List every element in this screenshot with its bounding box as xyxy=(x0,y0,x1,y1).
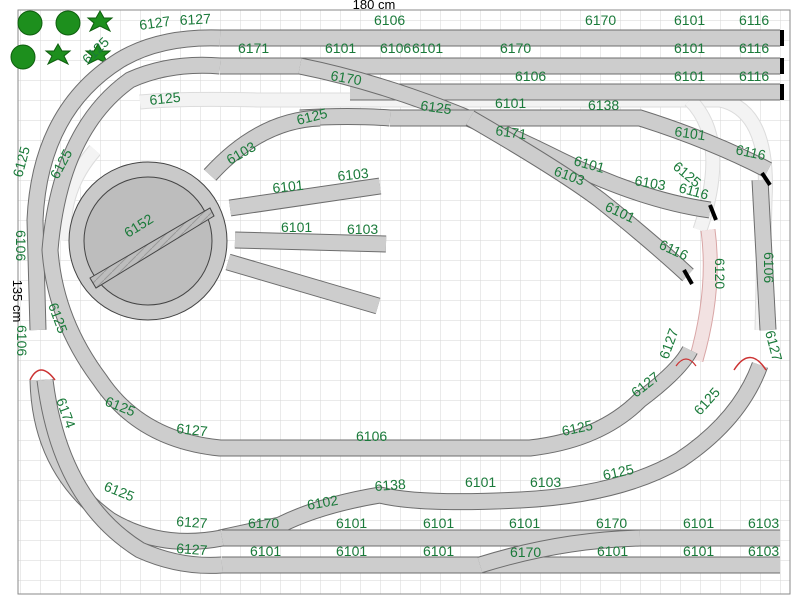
tunnel-portals xyxy=(29,356,767,381)
tree-icon xyxy=(44,42,72,66)
tree-icon xyxy=(17,10,43,36)
track-label: 6103 xyxy=(530,474,561,490)
track-label: 6106 xyxy=(356,428,387,444)
track-label: 6116 xyxy=(739,12,769,28)
track-label: 6101 xyxy=(281,219,312,235)
track-label: 6101 xyxy=(683,515,714,531)
track-label: 6101 xyxy=(674,40,705,56)
track-label: 6101 xyxy=(336,543,367,559)
track-label: 6101 xyxy=(250,543,281,559)
turntable xyxy=(68,161,228,321)
track-label: 6106 xyxy=(515,68,546,84)
track-label: 6103 xyxy=(748,515,779,531)
track-label: 6101 xyxy=(509,515,540,531)
track-label: 6103 xyxy=(633,172,667,193)
track-label: 6101 xyxy=(412,40,443,56)
track-label: 6127 xyxy=(176,513,208,531)
track-label: 6101 xyxy=(674,68,705,84)
track-label: 6170 xyxy=(329,67,363,88)
track-label: 6101 xyxy=(683,543,714,559)
tree-icon xyxy=(55,10,81,36)
track-label: 6101 xyxy=(674,123,707,143)
track-label: 6170 xyxy=(585,12,616,28)
track-label: 6120 xyxy=(712,258,728,289)
track-label: 6116 xyxy=(677,179,710,202)
track-label: 6106 xyxy=(380,40,411,56)
track-label: 6127 xyxy=(179,10,211,28)
track-label: 6125 xyxy=(9,144,33,178)
track-label: 6138 xyxy=(374,476,406,494)
track-label: 6127 xyxy=(762,329,786,363)
track-label: 6101 xyxy=(336,515,367,531)
buffer-stops xyxy=(682,30,784,285)
track-label: 6101 xyxy=(495,95,526,111)
track-label: 6170 xyxy=(248,515,279,531)
track-label: 6170 xyxy=(510,544,541,560)
track-labels: 6127 6106 6170 6101 6116 6171 6101 6106 … xyxy=(9,10,785,560)
track-label: 6138 xyxy=(588,97,619,113)
track-label: 6125 xyxy=(295,105,329,128)
track-label: 6103 xyxy=(748,543,779,559)
track-label: 6170 xyxy=(500,40,531,56)
tree-icon xyxy=(86,9,114,33)
track-label: 6103 xyxy=(347,221,378,237)
track-label: 6171 xyxy=(495,122,528,142)
track-label: 6106 xyxy=(14,325,30,356)
track-label: 6116 xyxy=(739,40,769,56)
track-label: 6101 xyxy=(325,40,356,56)
track-label: 6125 xyxy=(601,461,635,483)
track-label: 6170 xyxy=(596,515,627,531)
track-sections xyxy=(26,29,780,574)
track-label: 6101 xyxy=(423,543,454,559)
height-dimension: 135 cm xyxy=(10,280,25,323)
trees xyxy=(10,9,114,70)
track-label: 6127 xyxy=(138,13,171,33)
track-label: 6125 xyxy=(420,97,453,117)
track-label: 6127 xyxy=(176,540,208,558)
track-label: 6106 xyxy=(374,12,405,28)
track-label: 6101 xyxy=(423,515,454,531)
track-label: 6101 xyxy=(597,543,628,559)
track-label: 6102 xyxy=(306,492,340,513)
track-label: 6125 xyxy=(149,89,182,108)
track-label: 6125 xyxy=(560,417,594,439)
width-dimension: 180 cm xyxy=(353,0,396,12)
track-label: 6106 xyxy=(13,230,29,261)
track-label: 6127 xyxy=(176,420,209,439)
track-label: 6101 xyxy=(272,177,305,196)
track-label: 6171 xyxy=(238,40,269,56)
track-label: 6103 xyxy=(337,165,370,184)
track-label: 6116 xyxy=(739,68,769,84)
track-label: 6116 xyxy=(734,141,767,163)
tree-icon xyxy=(10,44,36,70)
track-label: 6101 xyxy=(465,474,496,490)
red-tunnel-section xyxy=(688,229,718,363)
track-label: 6106 xyxy=(761,252,777,283)
tree-icon xyxy=(84,42,112,66)
track-label: 6101 xyxy=(674,12,705,28)
track-label: 6101 xyxy=(572,152,606,176)
